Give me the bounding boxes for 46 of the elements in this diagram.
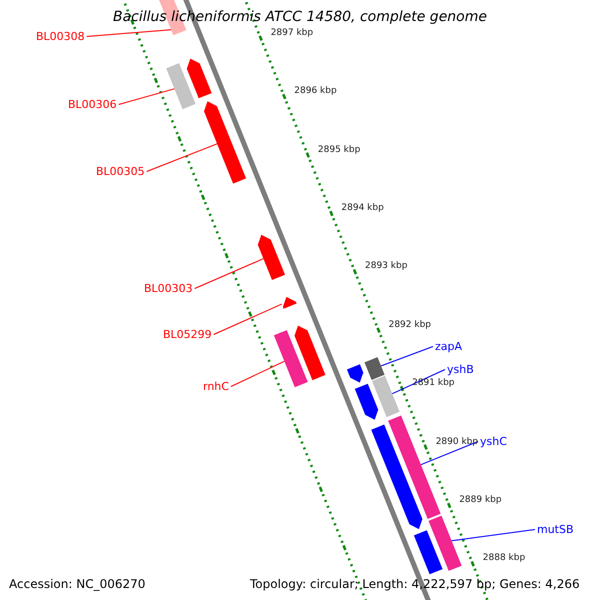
leader-line (86, 29, 172, 37)
leader-line (213, 304, 282, 335)
leader-line (230, 360, 285, 387)
gene-label: BL05299 (163, 329, 212, 340)
gene-label: mutSB (537, 524, 574, 535)
accession-text: Accession: NC_006270 (9, 578, 146, 590)
gene-label: rnhC (203, 381, 229, 392)
gene-feature (294, 326, 326, 380)
gene-label: zapA (435, 341, 462, 352)
gene-feature (186, 58, 212, 98)
leader-line (146, 143, 218, 172)
gene-label: yshC (480, 436, 507, 447)
gene-feature (354, 384, 378, 420)
scale-label: 2889 kbp (459, 496, 502, 505)
gene-feature (282, 296, 297, 309)
gene-bar (364, 357, 385, 380)
scale-label: 2895 kbp (318, 146, 360, 154)
gene-feature (204, 101, 246, 184)
scale-label: 2896 kbp (294, 87, 337, 96)
gene-feature (258, 234, 285, 280)
gene-label: BL00308 (36, 31, 85, 42)
gene-label: BL00306 (68, 99, 117, 110)
leader-line (194, 258, 264, 289)
gene-label: BL00305 (96, 166, 145, 177)
genome-stats-text: Topology: circular; Length: 4,222,597 bp; Genes: 4,266 (250, 578, 580, 590)
gene-bar (428, 516, 462, 571)
scale-label: 2894 kbp (341, 204, 384, 213)
gene-feature (371, 424, 422, 530)
scale-label: 2891 kbp (412, 379, 454, 388)
leader-line (392, 369, 446, 394)
gene-feature (346, 364, 364, 383)
scale-label: 2893 kbp (365, 262, 408, 272)
leader-line (420, 441, 478, 466)
scale-label: 2890 kbp (436, 438, 478, 446)
gene-bar (372, 376, 400, 418)
gene-label: BL00303 (144, 283, 193, 294)
gene-bar (274, 330, 308, 388)
scale-label: 2892 kbp (388, 320, 431, 330)
title: Bacillus licheniformis ATCC 14580, complete genome (112, 10, 488, 24)
gene-label: yshB (447, 364, 474, 375)
leader-line (451, 529, 536, 542)
leader-line (118, 88, 175, 105)
scale-label: 2888 kbp (482, 554, 526, 564)
gene-bar (414, 530, 443, 574)
gene-bar (166, 63, 196, 110)
scale-label: 2897 kbp (270, 28, 314, 38)
